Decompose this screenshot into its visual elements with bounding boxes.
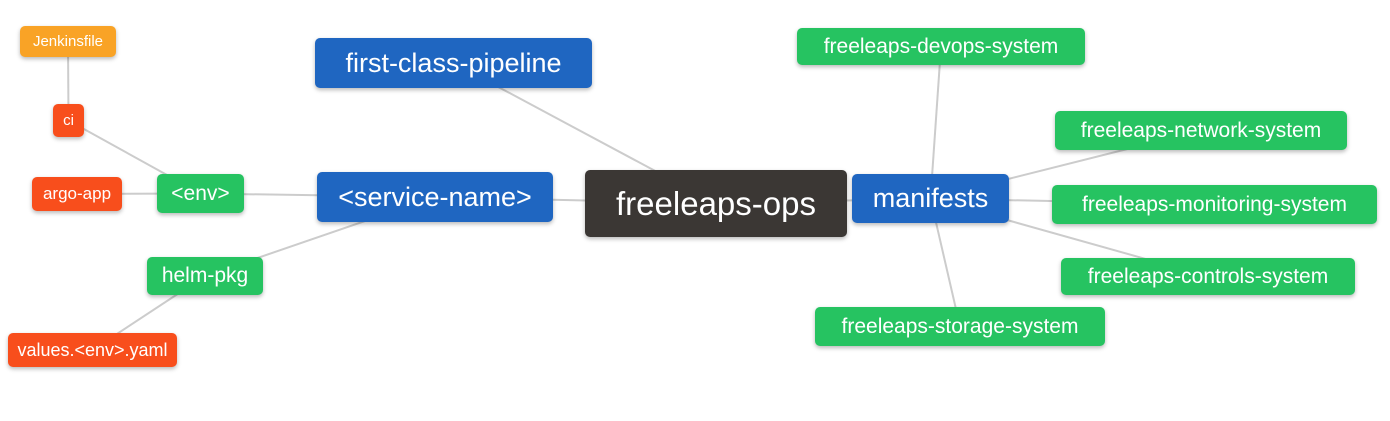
node-helm-pkg[interactable]: helm-pkg bbox=[147, 257, 263, 295]
node-freeleaps-network-system[interactable]: freeleaps-network-system bbox=[1055, 111, 1347, 150]
node-values-env-yaml[interactable]: values.<env>.yaml bbox=[8, 333, 177, 367]
node-freeleaps-devops-system[interactable]: freeleaps-devops-system bbox=[797, 28, 1085, 65]
node-first-class-pipeline[interactable]: first-class-pipeline bbox=[315, 38, 592, 88]
node-service-name[interactable]: <service-name> bbox=[317, 172, 553, 222]
node-manifests[interactable]: manifests bbox=[852, 174, 1009, 223]
node-ci[interactable]: ci bbox=[53, 104, 84, 137]
node-env[interactable]: <env> bbox=[157, 174, 244, 213]
node-freeleaps-monitoring-system[interactable]: freeleaps-monitoring-system bbox=[1052, 185, 1377, 224]
node-freeleaps-ops[interactable]: freeleaps-ops bbox=[585, 170, 847, 237]
edge-manifests-devops_system bbox=[929, 46, 942, 199]
node-argo-app[interactable]: argo-app bbox=[32, 177, 122, 211]
node-freeleaps-storage-system[interactable]: freeleaps-storage-system bbox=[815, 307, 1105, 346]
node-jenkinsfile[interactable]: Jenkinsfile bbox=[20, 26, 116, 57]
node-freeleaps-controls-system[interactable]: freeleaps-controls-system bbox=[1061, 258, 1355, 295]
